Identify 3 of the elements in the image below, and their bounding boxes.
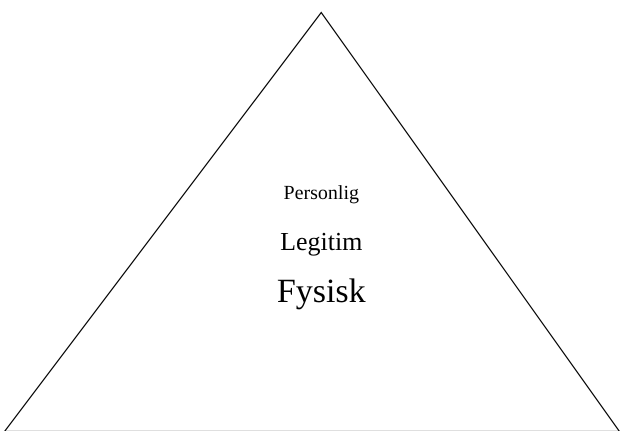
- level-label: Personlig: [283, 182, 360, 205]
- level-label: Fysisk: [276, 272, 366, 312]
- level-label: Legitim: [280, 227, 362, 257]
